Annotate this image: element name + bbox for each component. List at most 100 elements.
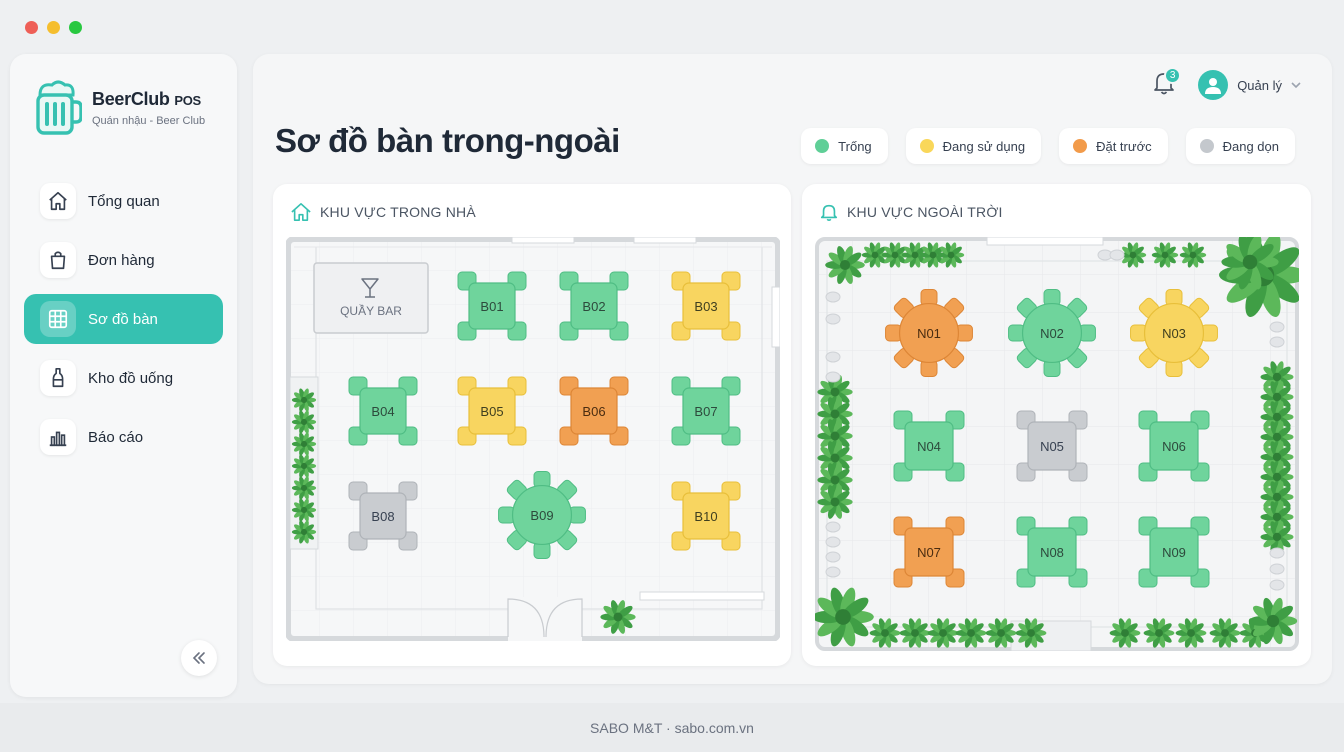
table-top [898,302,960,364]
sidebar-item-overview[interactable]: Tổng quan [24,176,223,226]
table-label: B09 [530,508,553,523]
stone [1109,249,1125,261]
table-top [359,387,407,435]
sidebar-item-reports[interactable]: Báo cáo [24,412,223,462]
table-label: N01 [917,326,941,341]
table-n02[interactable]: N02 [1008,289,1096,377]
double-chevron-left-icon [192,652,205,664]
legend-label: Đang sử dụng [942,138,1026,154]
table-label: N09 [1162,545,1186,560]
stone [825,536,841,548]
table-label: B10 [694,509,717,524]
stone [1269,336,1285,348]
table-b01[interactable]: B01 [457,271,527,341]
plant [1260,421,1294,453]
legend-label: Trống [838,138,872,154]
stone [825,351,841,363]
panel-title: KHU VỰC NGOÀI TRỜI [819,202,1003,222]
table-b08[interactable]: B08 [348,481,418,551]
table-b03[interactable]: B03 [671,271,741,341]
table-n05[interactable]: N05 [1016,410,1088,482]
notification-button[interactable]: 3 [1152,67,1182,100]
table-n08[interactable]: N08 [1016,516,1088,588]
plant [955,618,987,648]
table-b09[interactable]: B09 [498,471,586,559]
user-menu[interactable]: Quản lý [1198,70,1302,100]
plant [291,454,317,478]
table-n09[interactable]: N09 [1138,516,1210,588]
close-window-button[interactable] [25,21,38,34]
table-label: N08 [1040,545,1064,560]
legend-cleaning[interactable]: Đang dọn [1185,128,1295,164]
status-legend: Trống Đang sử dụng Đặt trước Đang dọn [801,128,1295,164]
plant [901,242,929,268]
table-b04[interactable]: B04 [348,376,418,446]
table-top [359,492,407,540]
table-b07[interactable]: B07 [671,376,741,446]
stone [825,566,841,578]
table-top [904,421,954,471]
sidebar-item-orders[interactable]: Đơn hàng [24,235,223,285]
plant [985,618,1017,648]
plant [1260,481,1294,513]
table-n01[interactable]: N01 [885,289,973,377]
sidebar-item-table-map[interactable]: Sơ đồ bàn [24,294,223,344]
footer: SABO M&T · sabo.com.vn [0,703,1344,752]
brand-name: BeerClub POS [92,89,201,109]
user-name: Quản lý [1237,77,1282,93]
table-n04[interactable]: N04 [893,410,965,482]
stone [1269,563,1285,575]
table-b02[interactable]: B02 [559,271,629,341]
legend-in-use[interactable]: Đang sử dụng [905,128,1042,164]
plant [600,600,636,634]
table-label: N06 [1162,439,1186,454]
table-b05[interactable]: B05 [457,376,527,446]
grid-icon [40,301,76,337]
plant [291,410,317,434]
sidebar-item-label: Báo cáo [88,428,144,446]
chevron-down-icon [1291,82,1301,89]
sidebar-item-drink-stock[interactable]: Kho đồ uống [24,353,223,403]
plant [291,498,317,522]
table-n06[interactable]: N06 [1138,410,1210,482]
plant [881,242,909,268]
plant [815,587,874,647]
maximize-window-button[interactable] [69,21,82,34]
table-top [1027,421,1077,471]
plant [817,441,853,475]
table-label: N05 [1040,439,1064,454]
status-dot [919,139,934,153]
table-top [570,387,618,435]
table-label: B03 [694,299,717,314]
user-icon [1205,78,1222,94]
plant [817,485,853,519]
table-top [468,282,516,330]
table-n03[interactable]: N03 [1130,289,1218,377]
table-label: B02 [582,299,605,314]
sidebar-item-label: Đơn hàng [88,251,155,269]
collapse-sidebar-button[interactable] [181,640,217,676]
table-label: N07 [917,545,941,560]
panel-title: KHU VỰC TRONG NHÀ [290,202,476,222]
legend-reserved[interactable]: Đặt trước [1059,128,1168,164]
table-b06[interactable]: B06 [559,376,629,446]
plant [291,432,317,456]
table-label: B08 [371,509,394,524]
table-label: B06 [582,404,605,419]
sidebar-item-label: Sơ đồ bàn [88,310,158,328]
umbrella-bell-icon [820,204,838,221]
plant [1151,242,1179,268]
minimize-window-button[interactable] [47,21,60,34]
sidebar-item-label: Kho đồ uống [88,369,174,387]
legend-empty[interactable]: Trống [801,128,888,164]
legend-label: Đang dọn [1222,138,1279,154]
table-label: B05 [480,404,503,419]
avatar [1198,70,1229,100]
table-top [468,387,516,435]
table-b10[interactable]: B10 [671,481,741,551]
table-n07[interactable]: N07 [893,516,965,588]
legend-label: Đặt trước [1096,138,1152,154]
notification-badge: 3 [1164,67,1182,84]
table-top [1027,527,1077,577]
